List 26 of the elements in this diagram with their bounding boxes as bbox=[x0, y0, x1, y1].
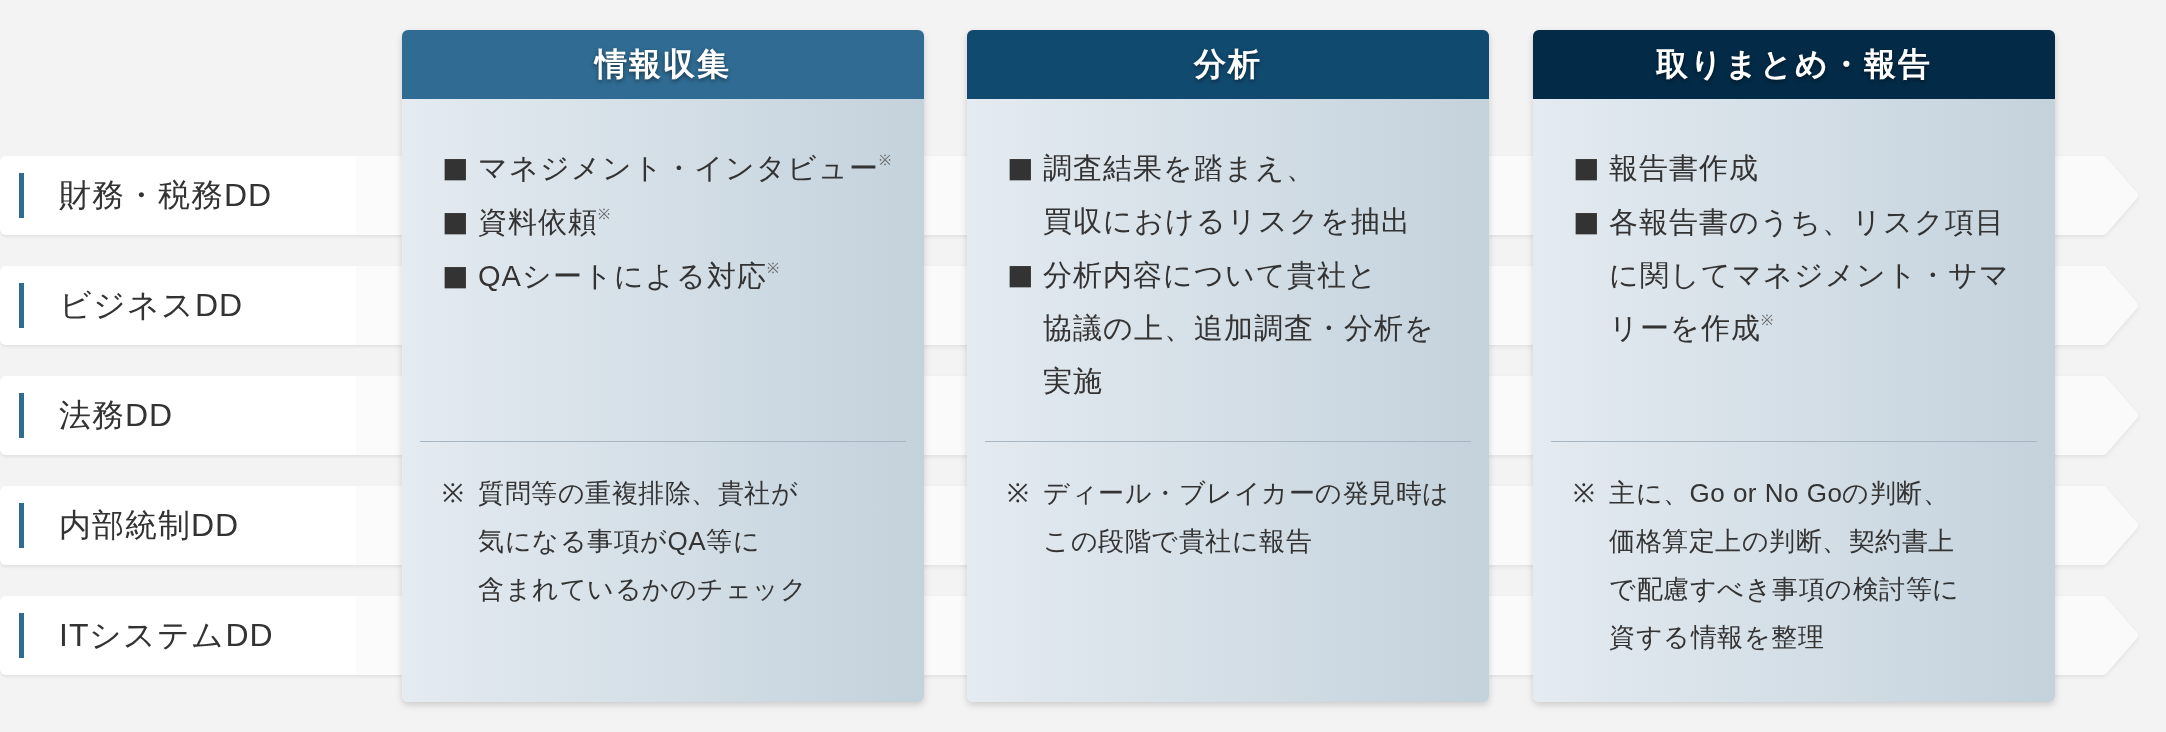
row-label: 法務DD bbox=[59, 396, 174, 435]
row-band bbox=[0, 266, 402, 345]
row-label: ITシステムDD bbox=[59, 616, 274, 655]
phase-card bbox=[402, 30, 924, 702]
bullet-item: ■ 報告書作成 bbox=[1573, 142, 1759, 194]
row-band bbox=[0, 596, 402, 675]
bullet-item: ■ 資料依頼$^{※}$ bbox=[442, 196, 610, 248]
bullet-item: ■ 調査結果を踏まえ、買収におけるリスクを抽出 bbox=[1007, 142, 1411, 239]
row-label: 財務・税務DD bbox=[59, 176, 273, 215]
bullet-item: ■ QAシートによる対応$^{※}$ bbox=[442, 250, 779, 302]
row-band bbox=[0, 486, 402, 565]
footnote: ※ 主に、Go or No Goの判断、価格算定上の判断、契約書上で配慮すべき事項の検討等に資する情報を整理 bbox=[1573, 477, 1960, 654]
phase-card bbox=[967, 30, 1489, 702]
footnote: ※ ディール・ブレイカーの発見時はこの段階で貴社に報告 bbox=[1007, 477, 1450, 558]
row-band bbox=[0, 376, 402, 455]
phase-card bbox=[1533, 30, 2055, 702]
phase-title: 情報収集 bbox=[595, 45, 731, 84]
bullet-item: ■ 分析内容について貴社と協議の上、追加調査・分析を実施 bbox=[1007, 249, 1435, 399]
bullet-item: ■ 各報告書のうち、リスク項目に関してマネジメント・サマリーを作成$^{※}$ bbox=[1573, 196, 2010, 346]
bullet-item: ■ マネジメント・インタビュー$^{※}$ bbox=[442, 142, 891, 194]
row-label: ビジネスDD bbox=[59, 286, 244, 325]
row-band bbox=[0, 156, 402, 235]
phase-title: 取りまとめ・報告 bbox=[1656, 45, 1932, 84]
footnote: ※ 質問等の重複排除、貴社が気になる事項がQA等に含まれているかのチェック bbox=[442, 477, 807, 606]
row-label: 内部統制DD bbox=[59, 506, 240, 545]
phase-title: 分析 bbox=[1194, 45, 1262, 84]
